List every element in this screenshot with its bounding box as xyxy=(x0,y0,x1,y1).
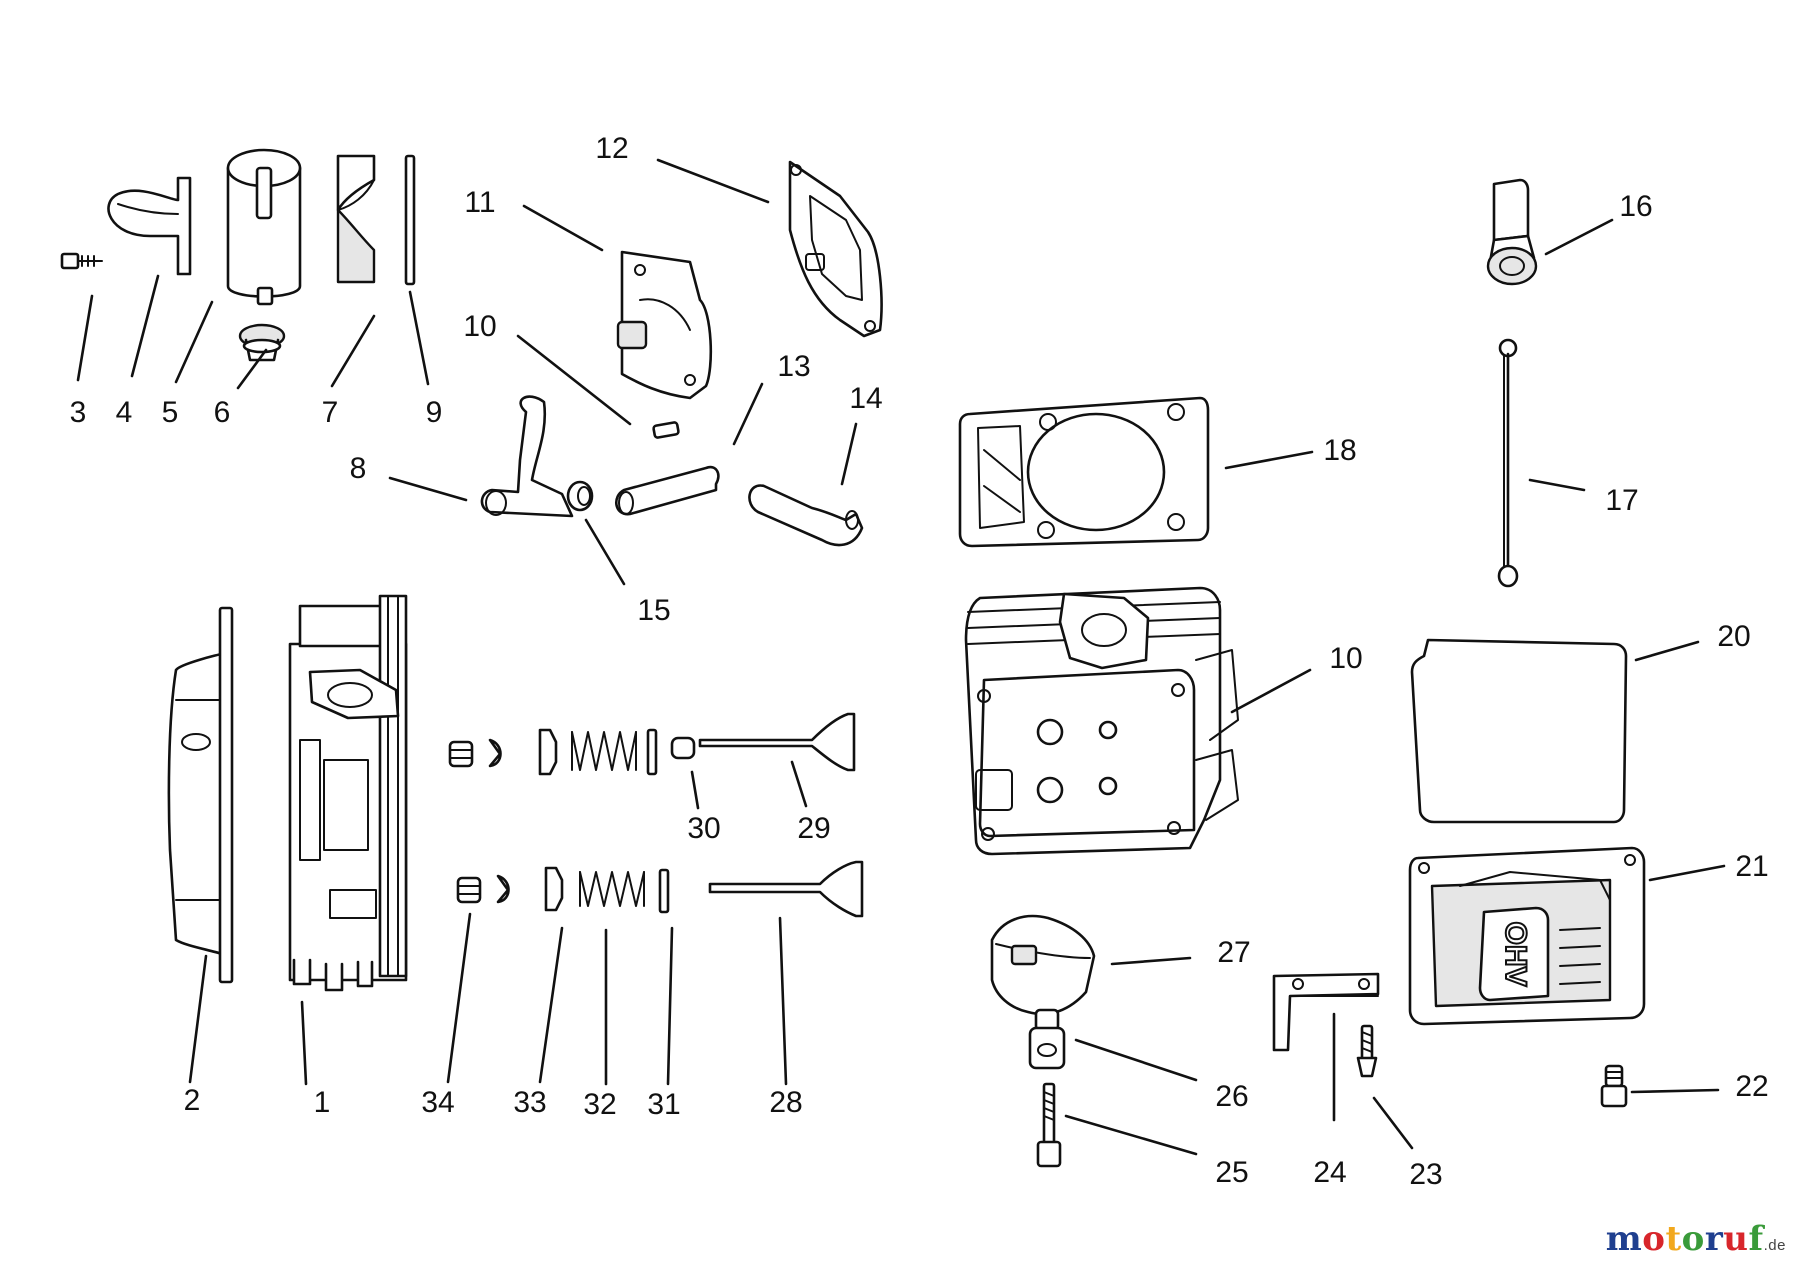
callout-11: 11 xyxy=(464,186,495,219)
callout-9: 9 xyxy=(426,396,443,429)
callout-31: 31 xyxy=(647,1088,680,1121)
part-breather-cover-11 xyxy=(616,250,713,400)
part-spacer-26 xyxy=(1028,1008,1066,1070)
part-keepers-34 xyxy=(456,874,510,904)
part-clamp-4 xyxy=(107,176,192,276)
callout-23: 23 xyxy=(1409,1158,1442,1191)
callout-26: 26 xyxy=(1215,1080,1248,1113)
part-pushrod-guide-16 xyxy=(1486,178,1538,286)
part-tube-13 xyxy=(615,465,720,516)
part-side-cover-2 xyxy=(167,606,234,984)
callout-2: 2 xyxy=(184,1084,201,1117)
part-retainer-7 xyxy=(336,154,376,284)
callout-6: 6 xyxy=(214,396,231,429)
callout-7: 7 xyxy=(322,396,339,429)
callout-labels: 1 2 3 4 5 6 7 8 9 10 10 11 12 13 14 15 1… xyxy=(70,132,1769,1191)
callout-18: 18 xyxy=(1323,434,1356,467)
callout-10a: 10 xyxy=(463,310,496,343)
callout-15: 15 xyxy=(637,594,670,627)
part-keepers-upper xyxy=(448,738,502,768)
part-gasket-9 xyxy=(404,154,416,286)
callout-29: 29 xyxy=(797,812,830,845)
part-cylinder-head-1 xyxy=(288,594,408,992)
callout-33: 33 xyxy=(513,1086,546,1119)
callout-3: 3 xyxy=(70,396,87,429)
part-bracket-24 xyxy=(1272,972,1380,1052)
part-fitting-22 xyxy=(1600,1064,1628,1108)
callout-24: 24 xyxy=(1313,1156,1346,1189)
part-screw-10a xyxy=(652,421,680,439)
part-head-gasket-18 xyxy=(958,396,1210,548)
part-seal-31 xyxy=(658,868,670,914)
callout-27: 27 xyxy=(1217,936,1250,969)
part-breather-tube-8 xyxy=(480,395,574,518)
callout-22: 22 xyxy=(1735,1070,1768,1103)
part-valve-seal-30 xyxy=(670,736,696,760)
callout-4: 4 xyxy=(116,396,133,429)
callout-5: 5 xyxy=(162,396,179,429)
part-screw-3 xyxy=(60,252,103,270)
motoruf-watermark: motoruf.de xyxy=(1606,1219,1786,1259)
callout-34: 34 xyxy=(421,1086,454,1119)
part-spring-32 xyxy=(579,871,645,907)
watermark-tld: .de xyxy=(1763,1237,1786,1254)
part-exhaust-valve-28 xyxy=(708,860,864,918)
part-retainer-33 xyxy=(544,866,564,912)
callout-1: 1 xyxy=(314,1086,331,1119)
part-intake-valve-29 xyxy=(698,712,856,772)
callout-20: 20 xyxy=(1717,620,1750,653)
part-spring-upper xyxy=(571,731,637,771)
part-retainer-upper xyxy=(538,728,558,776)
callout-14: 14 xyxy=(849,382,882,415)
callout-12: 12 xyxy=(595,132,628,165)
part-stud-25 xyxy=(1036,1082,1062,1168)
watermark-text: motoruf xyxy=(1605,1219,1764,1259)
part-hose-14 xyxy=(748,484,864,547)
ohv-badge-text: OHV xyxy=(1499,921,1532,986)
part-grommet-6 xyxy=(238,323,286,362)
part-cover-gasket-20 xyxy=(1410,638,1628,824)
part-rocker-cover-21 xyxy=(1408,846,1646,1026)
leader-lines xyxy=(76,158,1726,1156)
part-breather-gasket-12 xyxy=(788,160,883,338)
callout-13: 13 xyxy=(777,350,810,383)
part-pushrod-17 xyxy=(1497,338,1519,588)
callout-28: 28 xyxy=(769,1086,802,1119)
part-seal-upper xyxy=(646,728,658,776)
part-cylinder-head-10b xyxy=(964,586,1239,856)
part-filter-canister-5 xyxy=(226,148,302,306)
callout-21: 21 xyxy=(1735,850,1768,883)
callout-17: 17 xyxy=(1605,484,1638,517)
callout-16: 16 xyxy=(1619,190,1652,223)
callout-30: 30 xyxy=(687,812,720,845)
callout-8: 8 xyxy=(350,452,367,485)
callout-32: 32 xyxy=(583,1088,616,1121)
part-deflector-27 xyxy=(990,914,1096,1016)
part-screw-23 xyxy=(1356,1024,1378,1078)
part-clip-15 xyxy=(566,480,594,512)
callout-25: 25 xyxy=(1215,1156,1248,1189)
callout-10b: 10 xyxy=(1329,642,1362,675)
